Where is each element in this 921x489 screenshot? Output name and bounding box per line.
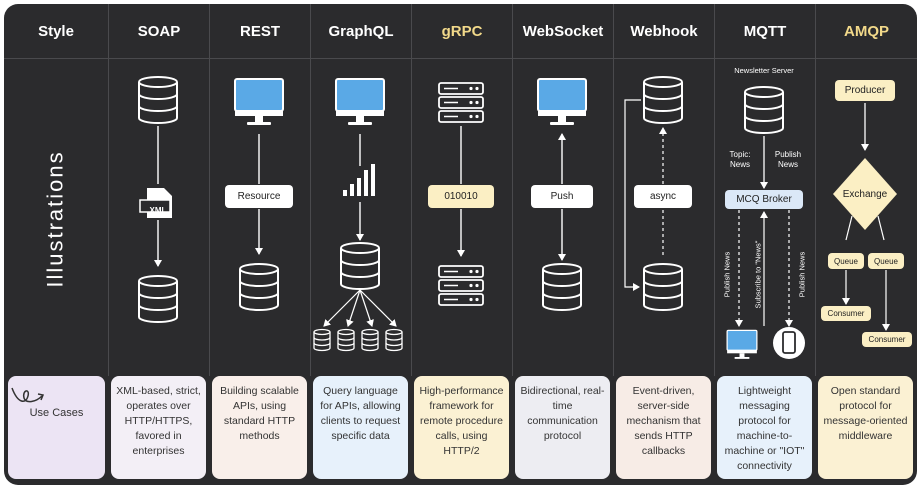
soap-database-icon bbox=[138, 275, 178, 323]
websocket-push-box: Push bbox=[531, 185, 593, 208]
api-styles-board: Style SOAP REST GraphQL gRPC WebSocket W… bbox=[4, 4, 917, 485]
webhook-async-box: async bbox=[634, 185, 692, 208]
use-cases-card: Use Cases bbox=[8, 376, 105, 479]
graphql-small-database-icon bbox=[313, 328, 331, 352]
amqp-exchange-label: Exchange bbox=[842, 188, 888, 200]
xml-file-icon bbox=[139, 188, 172, 218]
amqp-queue-box: Queue bbox=[868, 253, 904, 269]
rest-database-icon bbox=[239, 263, 279, 311]
use-case-graphql: Query language for APIs, allowing client… bbox=[313, 376, 408, 479]
amqp-producer-box: Producer bbox=[835, 80, 895, 101]
squiggle-arrow-icon bbox=[11, 387, 45, 403]
header-mqtt: MQTT bbox=[743, 22, 787, 40]
column-divider bbox=[512, 4, 513, 376]
mqtt-topic-label: Topic: News bbox=[729, 150, 751, 169]
header-style: Style bbox=[38, 22, 74, 40]
grpc-binary-box: 010010 bbox=[428, 185, 494, 208]
xml-file-label: XML bbox=[149, 205, 167, 215]
graphql-database-icon bbox=[340, 242, 380, 290]
graphql-small-database-icon bbox=[337, 328, 355, 352]
websocket-monitor-icon bbox=[537, 78, 587, 126]
header-websocket: WebSocket bbox=[522, 22, 604, 40]
rest-monitor-icon bbox=[234, 78, 284, 126]
grpc-server-icon bbox=[438, 82, 484, 123]
mqtt-publish-right-label: Publish News bbox=[797, 251, 807, 298]
soap-database-icon bbox=[138, 76, 178, 124]
use-case-soap: XML-based, strict, operates over HTTP/HT… bbox=[111, 376, 206, 479]
use-cases-label: Use Cases bbox=[29, 407, 84, 419]
use-case-amqp: Open standard protocol for message-orien… bbox=[818, 376, 913, 479]
graphql-monitor-icon bbox=[335, 78, 385, 126]
header-rest: REST bbox=[239, 22, 280, 40]
amqp-queue-box: Queue bbox=[828, 253, 864, 269]
graphql-small-database-icon bbox=[361, 328, 379, 352]
use-case-websocket: Bidirectional, real-time communication p… bbox=[515, 376, 610, 479]
column-divider bbox=[310, 4, 311, 376]
header-amqp: AMQP bbox=[844, 22, 889, 40]
column-divider bbox=[108, 4, 109, 376]
illustration-diagrams bbox=[138, 76, 897, 360]
bar-chart-icon bbox=[343, 164, 375, 196]
exchange-diamond bbox=[833, 158, 897, 230]
use-case-grpc: High-performance framework for remote pr… bbox=[414, 376, 509, 479]
column-divider bbox=[411, 4, 412, 376]
mqtt-phone-icon bbox=[773, 327, 805, 359]
webhook-database-icon bbox=[643, 76, 683, 124]
use-case-rest: Building scalable APIs, using standard H… bbox=[212, 376, 307, 479]
column-divider bbox=[815, 4, 816, 376]
use-case-mqtt: Lightweight messaging protocol for machi… bbox=[717, 376, 812, 479]
mqtt-publish-left-label: Publish News bbox=[722, 251, 732, 298]
use-case-webhook: Event-driven, server-side mechanism that… bbox=[616, 376, 711, 479]
mqtt-monitor-icon bbox=[726, 329, 758, 360]
header-soap: SOAP bbox=[137, 22, 181, 40]
header-grpc: gRPC bbox=[441, 22, 483, 40]
mqtt-database-icon bbox=[744, 86, 784, 134]
websocket-database-icon bbox=[542, 263, 582, 311]
graphql-small-database-icon bbox=[385, 328, 403, 352]
column-divider bbox=[613, 4, 614, 376]
column-divider bbox=[209, 4, 210, 376]
rest-resource-box: Resource bbox=[225, 185, 293, 208]
amqp-consumer-box: Consumer bbox=[862, 332, 912, 347]
header-webhook: Webhook bbox=[630, 22, 698, 40]
mqtt-publish-top-label: Publish News bbox=[774, 150, 802, 169]
amqp-consumer-box: Consumer bbox=[821, 306, 871, 321]
column-divider bbox=[714, 4, 715, 376]
grpc-server-icon bbox=[438, 265, 484, 306]
header-graphql: GraphQL bbox=[328, 22, 394, 40]
header-divider bbox=[4, 58, 917, 59]
mqtt-broker-box: MCQ Broker bbox=[725, 190, 803, 209]
mqtt-server-label: Newsletter Server bbox=[734, 66, 794, 75]
webhook-database-icon bbox=[643, 263, 683, 311]
mqtt-subscribe-label: Subscribe to "News" bbox=[753, 240, 763, 309]
